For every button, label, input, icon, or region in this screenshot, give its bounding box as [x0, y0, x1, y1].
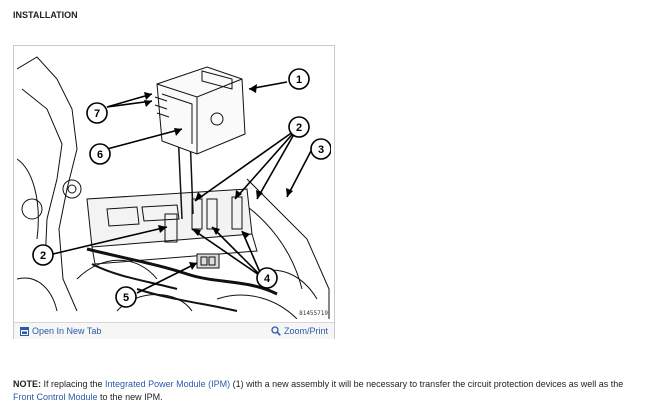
- new-tab-icon: [20, 326, 29, 336]
- callout-6: [89, 143, 111, 165]
- callout-5: [115, 286, 137, 308]
- callout-label-5: 5: [123, 292, 129, 304]
- ipm-installation-diagram: 1 7 2 3 6 2 4 5: [17, 56, 331, 319]
- figure-code: 81455719: [299, 310, 328, 317]
- installation-note: NOTE: If replacing the Integrated Power …: [13, 378, 641, 404]
- zoom-print-label: Zoom/Print: [283, 326, 328, 336]
- callout-label-1: 1: [296, 74, 302, 86]
- open-new-tab-label: Open In New Tab: [32, 326, 102, 336]
- callout-label-3: 3: [318, 144, 324, 156]
- note-text-1: If replacing the: [41, 379, 106, 389]
- magnifier-icon: [271, 326, 281, 336]
- open-new-tab-link[interactable]: Open In New Tab: [20, 326, 101, 336]
- note-label: NOTE:: [13, 379, 41, 389]
- figure-card: 1 7 2 3 6 2 4 5 81455719 Open In New Tab…: [13, 45, 335, 339]
- note-text-3: to the new IPM.: [97, 392, 163, 402]
- callout-label-2a: 2: [296, 122, 302, 134]
- zoom-print-link[interactable]: Zoom/Print: [271, 326, 328, 336]
- callout-label-6: 6: [97, 149, 103, 161]
- callout-label-4: 4: [264, 273, 271, 285]
- section-heading: INSTALLATION: [13, 10, 78, 20]
- note-text-2: (1) with a new assembly it will be neces…: [230, 379, 624, 389]
- callout-2a: [288, 116, 310, 138]
- ipm-link[interactable]: Integrated Power Module (IPM): [105, 379, 231, 389]
- callout-2b: [32, 244, 54, 266]
- figure-toolbar: Open In New Tab Zoom/Print: [14, 322, 334, 339]
- callout-4: [256, 267, 278, 289]
- front-control-module-link[interactable]: Front Control Module: [13, 392, 98, 402]
- callout-7: [86, 102, 108, 124]
- callout-label-2b: 2: [40, 250, 46, 262]
- callout-1: [288, 68, 310, 90]
- callout-label-7: 7: [94, 108, 100, 120]
- callout-3: [310, 138, 331, 160]
